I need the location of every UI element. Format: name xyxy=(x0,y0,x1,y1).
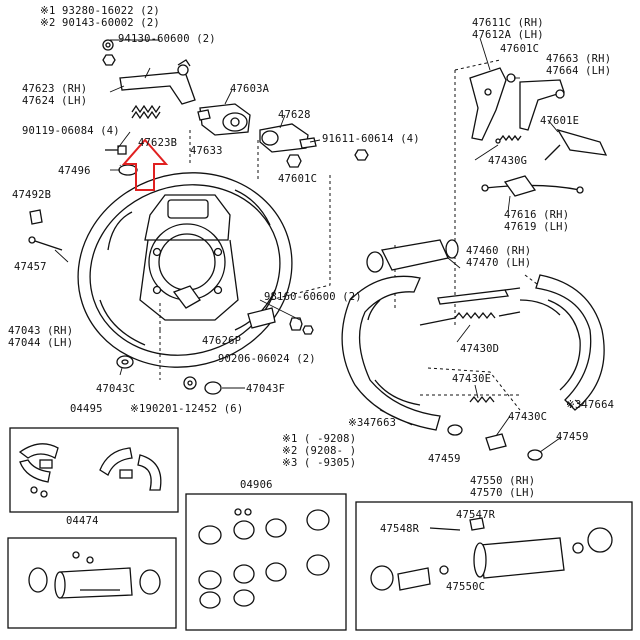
brake-shoe-347664[interactable] xyxy=(519,274,605,411)
label-47603A: 47603A xyxy=(230,83,270,95)
retainer-98160[interactable] xyxy=(289,317,314,335)
label-47044: 47044 (LH) xyxy=(8,337,73,349)
label-47623: 47623 (RH) xyxy=(22,83,87,95)
cylinder-47628[interactable] xyxy=(259,123,309,153)
spring-47623B[interactable] xyxy=(131,104,161,120)
label-47626P: 47626P xyxy=(202,335,241,347)
label-47547R: 47547R xyxy=(456,509,496,521)
label-47457: 47457 xyxy=(14,261,47,273)
label-47043F: 47043F xyxy=(246,383,285,395)
kit-box-04474[interactable] xyxy=(7,537,177,629)
label-47601C: 47601C xyxy=(278,173,317,185)
pin-90119[interactable] xyxy=(105,145,127,155)
washer-47601C-right[interactable] xyxy=(506,73,516,83)
lever-47611C[interactable] xyxy=(469,67,507,141)
label-98160: 98160-60600 (2) xyxy=(264,291,362,303)
kit-box-04906[interactable] xyxy=(185,493,347,631)
clip-47492B[interactable] xyxy=(29,209,43,225)
lever-47663[interactable] xyxy=(519,79,565,131)
label-47459-left: 47459 xyxy=(428,453,461,465)
label-04495: 04495 xyxy=(70,403,103,415)
label-90206: 90206-06024 (2) xyxy=(218,353,316,365)
washer-94130[interactable] xyxy=(102,39,114,51)
label-47459-right: 47459 xyxy=(556,431,589,443)
label-47430G: 47430G xyxy=(488,155,527,167)
note-1: ※1 ( -9208) xyxy=(282,433,356,445)
label-47633: 47633 xyxy=(190,145,223,157)
label-47470: 47470 (LH) xyxy=(466,257,531,269)
label-47663: 47663 (RH) xyxy=(546,53,611,65)
spring-47430G[interactable] xyxy=(495,134,522,144)
label-347664: ※347664 xyxy=(566,399,614,411)
label-47619: 47619 (LH) xyxy=(504,221,569,233)
pin-47457[interactable] xyxy=(28,236,63,251)
nut-47601C[interactable] xyxy=(286,154,302,168)
label-90119: 90119-06084 (4) xyxy=(22,125,120,137)
kit-box-04495[interactable] xyxy=(9,427,179,513)
label-47430E: 47430E xyxy=(452,373,491,385)
label-47616: 47616 (RH) xyxy=(504,209,569,221)
cap-47043F[interactable] xyxy=(204,381,222,395)
highlight-arrow xyxy=(121,138,169,191)
washer-90201[interactable] xyxy=(183,376,197,390)
label-47612A: 47612A (LH) xyxy=(472,29,544,41)
label-93280: ※1 93280-16022 (2) xyxy=(40,5,160,17)
spring-47430D[interactable] xyxy=(419,311,521,326)
label-47550C: 47550C xyxy=(446,581,485,593)
label-91611: 91611-60614 (4) xyxy=(322,133,420,145)
plate-47626P[interactable] xyxy=(247,307,276,329)
label-47430D: 47430D xyxy=(460,343,499,355)
cup-47459-left[interactable] xyxy=(447,424,463,436)
label-90201: ※190201-12452 (6) xyxy=(130,403,243,415)
cup-47496[interactable] xyxy=(118,164,138,176)
note-3: ※3 ( -9305) xyxy=(282,457,356,469)
label-47460: 47460 (RH) xyxy=(466,245,531,257)
nut-91611-small[interactable] xyxy=(354,149,369,161)
label-47550: 47550 (RH) xyxy=(470,475,535,487)
bolt-91611[interactable] xyxy=(299,137,317,149)
label-47043: 47043 (RH) xyxy=(8,325,73,337)
label-347663: ※347663 xyxy=(348,417,396,429)
label-04906: 04906 xyxy=(240,479,273,491)
label-47043C: 47043C xyxy=(96,383,135,395)
label-47492B: 47492B xyxy=(12,189,51,201)
cup-47459-right[interactable] xyxy=(527,449,543,461)
wheel-cylinder-47550-top[interactable] xyxy=(366,239,459,273)
label-04474: 04474 xyxy=(66,515,99,527)
label-47430C: 47430C xyxy=(508,411,547,423)
spring-47430E[interactable] xyxy=(469,395,495,404)
label-47611C: 47611C (RH) xyxy=(472,17,544,29)
strut-47460[interactable] xyxy=(437,287,521,305)
cable-47616[interactable] xyxy=(481,175,584,197)
kit-box-47550[interactable] xyxy=(355,501,633,631)
nut-94130[interactable] xyxy=(102,54,116,66)
label-47570: 47570 (LH) xyxy=(470,487,535,499)
label-47496: 47496 xyxy=(58,165,91,177)
label-47548R: 47548R xyxy=(380,523,420,535)
note-2: ※2 (9208- ) xyxy=(282,445,356,457)
label-47623B: 47623B xyxy=(138,137,177,149)
adjuster-47430C[interactable] xyxy=(485,433,507,451)
label-47664: 47664 (LH) xyxy=(546,65,611,77)
brake-shoe-347663[interactable] xyxy=(341,275,441,431)
label-47628: 47628 xyxy=(278,109,311,121)
label-47601C-right: 47601C xyxy=(500,43,539,55)
lever-47601E[interactable] xyxy=(544,128,608,161)
grommet-47043C[interactable] xyxy=(116,355,134,369)
adjuster-47603A[interactable] xyxy=(197,103,251,136)
lever-47623[interactable] xyxy=(119,59,196,105)
label-94130: 94130-60600 (2) xyxy=(118,33,216,45)
label-47624: 47624 (LH) xyxy=(22,95,87,107)
label-47601E: 47601E xyxy=(540,115,579,127)
label-90143: ※2 90143-60002 (2) xyxy=(40,17,160,29)
